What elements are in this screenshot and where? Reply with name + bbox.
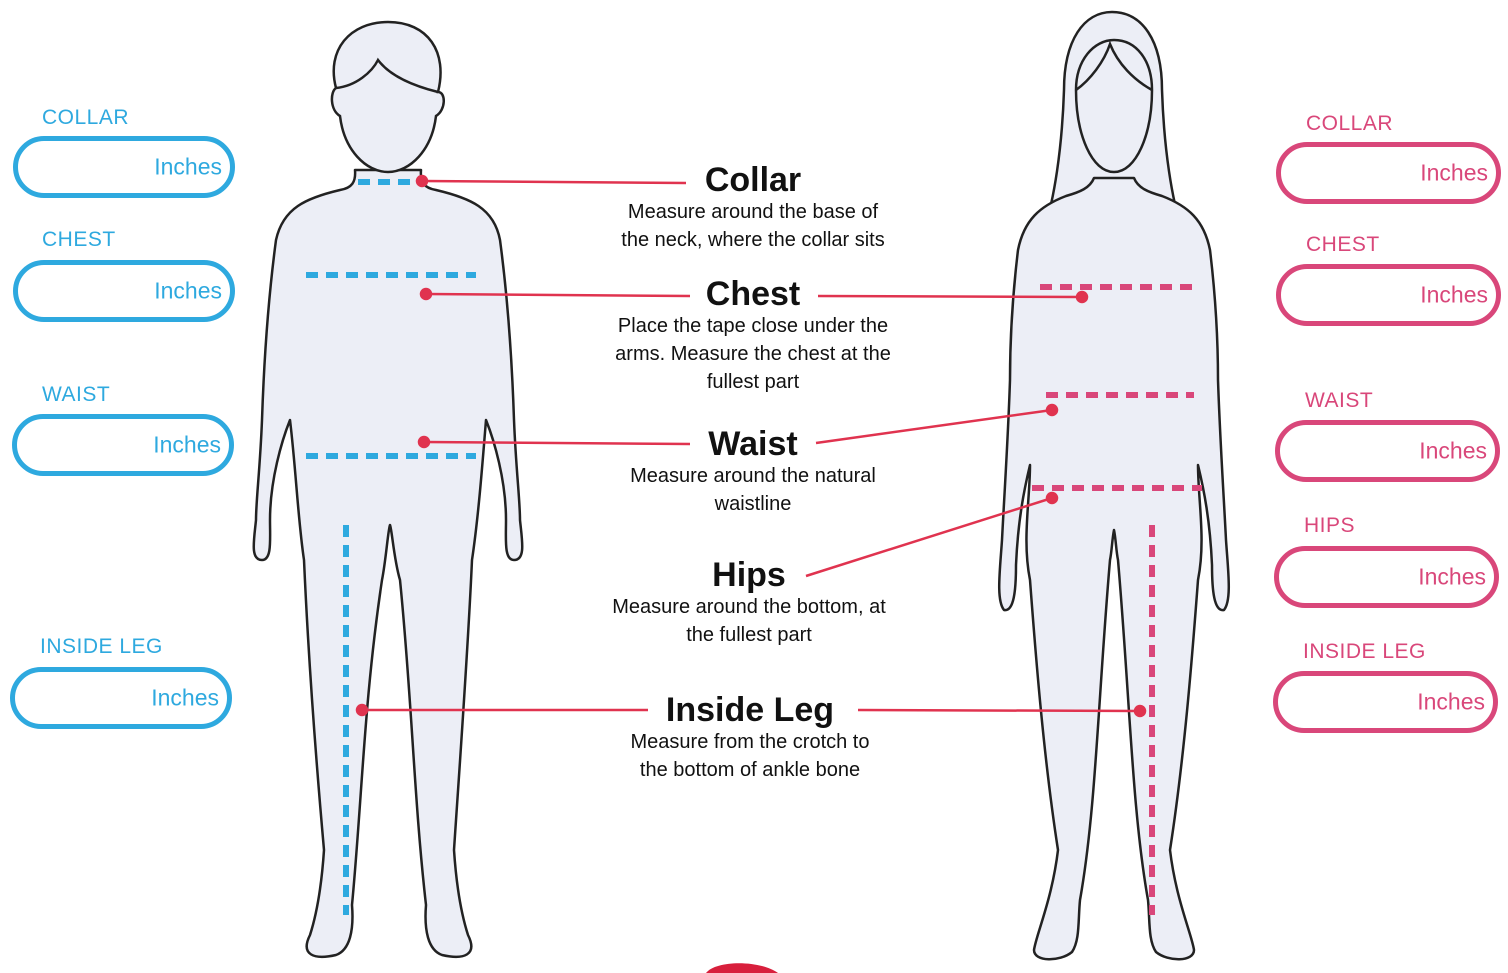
male-chest-unit: Inches	[154, 278, 222, 305]
female-body	[999, 178, 1229, 959]
red-circle-decoration	[706, 963, 778, 973]
male-body	[254, 170, 523, 957]
female-collar-label: COLLAR	[1306, 112, 1393, 136]
female-inside-leg-label: INSIDE LEG	[1303, 640, 1426, 664]
female-chest-unit: Inches	[1420, 282, 1488, 309]
female-chest-label: CHEST	[1306, 233, 1380, 257]
female-inside-leg-input[interactable]: Inches	[1273, 671, 1498, 733]
male-waist-input[interactable]: Inches	[12, 414, 234, 476]
male-inside-leg-label: INSIDE LEG	[40, 635, 163, 659]
male-inside-leg-input[interactable]: Inches	[10, 667, 232, 729]
collar-guide-desc-line2: the neck, where the collar sits	[578, 226, 928, 254]
waist-guide-desc-line1: Measure around the natural	[578, 462, 928, 490]
male-waist-unit: Inches	[153, 432, 221, 459]
chest-leader-left-dot	[421, 289, 431, 299]
female-waist-unit: Inches	[1419, 438, 1487, 465]
inside-leg-guide-desc-line2: the bottom of ankle bone	[575, 756, 925, 784]
collar-leader-dot	[417, 176, 427, 186]
chest-leader-right-dot	[1077, 292, 1087, 302]
hips-leader-dot	[1047, 493, 1057, 503]
male-head	[332, 22, 444, 172]
collar-guide-title: Collar	[578, 162, 928, 198]
male-inside-leg-unit: Inches	[151, 685, 219, 712]
male-chest-label: CHEST	[42, 228, 116, 252]
female-waist-input[interactable]: Inches	[1275, 420, 1500, 482]
inside-leg-leader-left-dot	[357, 705, 367, 715]
chest-guide-desc-line1: Place the tape close under the	[578, 312, 928, 340]
waist-guide: Waist Measure around the natural waistli…	[578, 426, 928, 518]
hips-guide: Hips Measure around the bottom, at the f…	[574, 557, 924, 649]
hips-guide-desc-line1: Measure around the bottom, at	[574, 593, 924, 621]
waist-guide-desc-line2: waistline	[578, 490, 928, 518]
male-waist-label: WAIST	[42, 383, 110, 407]
waist-guide-title: Waist	[578, 426, 928, 462]
female-hips-label: HIPS	[1304, 514, 1355, 538]
inside-leg-guide-desc-line1: Measure from the crotch to	[575, 728, 925, 756]
chest-guide-desc-line2: arms. Measure the chest at the	[578, 340, 928, 368]
chest-guide: Chest Place the tape close under the arm…	[578, 276, 928, 396]
female-waist-label: WAIST	[1305, 389, 1373, 413]
hips-guide-title: Hips	[574, 557, 924, 593]
waist-leader-right-dot	[1047, 405, 1057, 415]
chest-guide-desc-line3: fullest part	[578, 368, 928, 396]
chest-guide-title: Chest	[578, 276, 928, 312]
hips-guide-desc-line2: the fullest part	[574, 621, 924, 649]
collar-guide-desc-line1: Measure around the base of	[578, 198, 928, 226]
male-collar-input[interactable]: Inches	[13, 136, 235, 198]
female-collar-unit: Inches	[1420, 160, 1488, 187]
female-hips-input[interactable]: Inches	[1274, 546, 1499, 608]
female-collar-input[interactable]: Inches	[1276, 142, 1501, 204]
female-chest-input[interactable]: Inches	[1276, 264, 1501, 326]
waist-leader-left-dot	[419, 437, 429, 447]
inside-leg-leader-right-dot	[1135, 706, 1145, 716]
collar-guide: Collar Measure around the base of the ne…	[578, 162, 928, 254]
male-collar-unit: Inches	[154, 154, 222, 181]
male-collar-label: COLLAR	[42, 106, 129, 130]
male-silhouette	[254, 22, 523, 957]
male-chest-input[interactable]: Inches	[13, 260, 235, 322]
female-hips-unit: Inches	[1418, 564, 1486, 591]
inside-leg-guide-title: Inside Leg	[575, 692, 925, 728]
female-inside-leg-unit: Inches	[1417, 689, 1485, 716]
female-silhouette	[999, 12, 1229, 959]
inside-leg-guide: Inside Leg Measure from the crotch to th…	[575, 692, 925, 784]
